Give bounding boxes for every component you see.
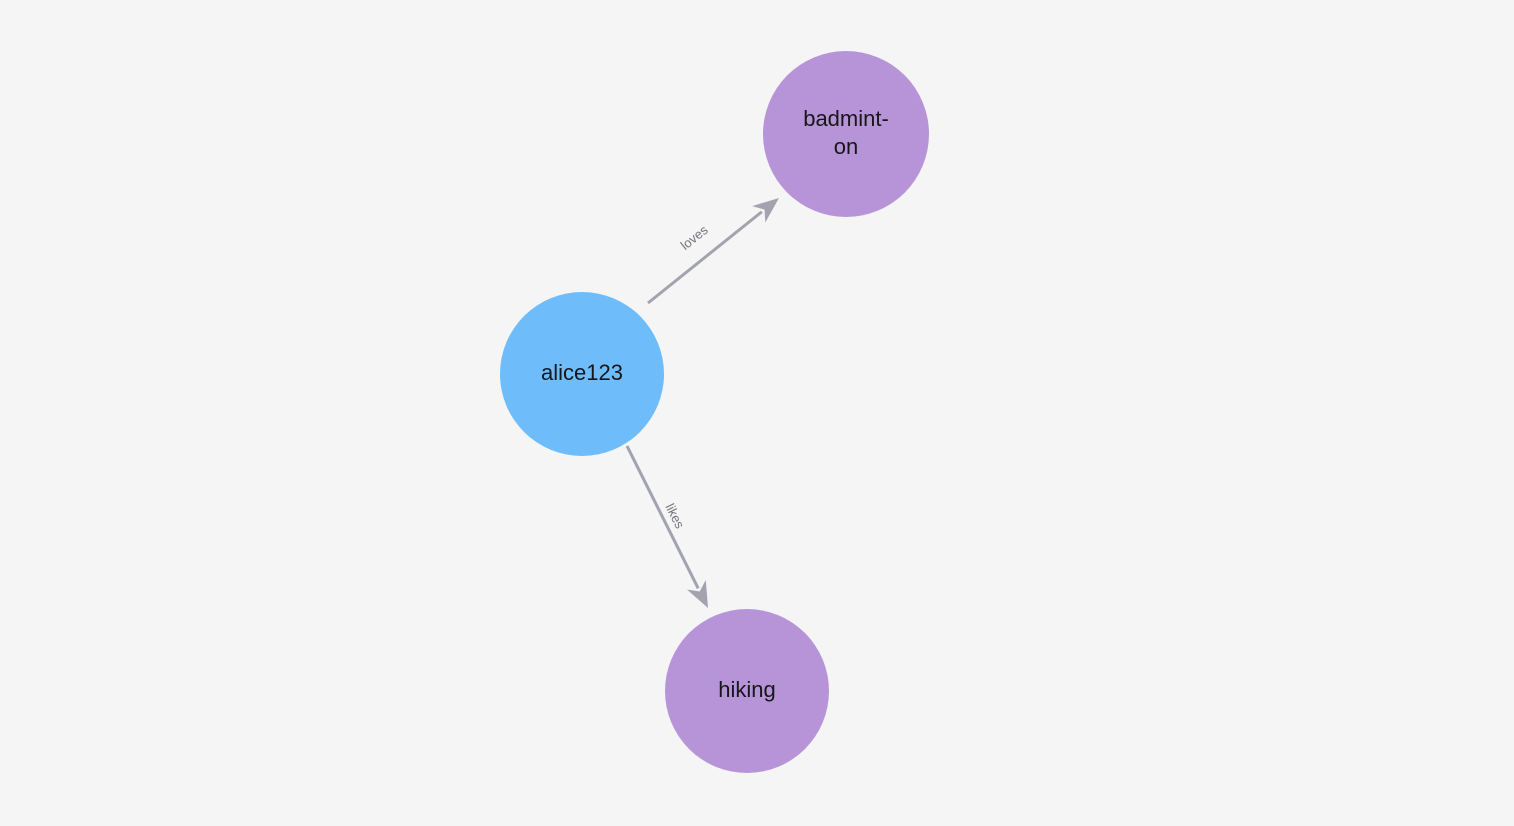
graph-edge[interactable]: likes: [625, 445, 708, 608]
edge-arrowhead-icon: [686, 580, 708, 608]
graph-edge[interactable]: loves: [647, 198, 779, 305]
edge-arrowhead-icon: [752, 198, 779, 223]
node-circle[interactable]: [500, 292, 664, 456]
edge-line: [625, 445, 700, 589]
graph-node-hiking[interactable]: hiking: [665, 609, 829, 773]
graph-node-badminton[interactable]: badmint-on: [763, 51, 929, 217]
node-layer: alice123 badmint-on hiking: [500, 51, 929, 773]
edge-label: loves: [678, 222, 711, 253]
node-circle[interactable]: [665, 609, 829, 773]
graph-node-alice123[interactable]: alice123: [500, 292, 664, 456]
edge-line: [647, 210, 763, 305]
node-circle[interactable]: [763, 51, 929, 217]
